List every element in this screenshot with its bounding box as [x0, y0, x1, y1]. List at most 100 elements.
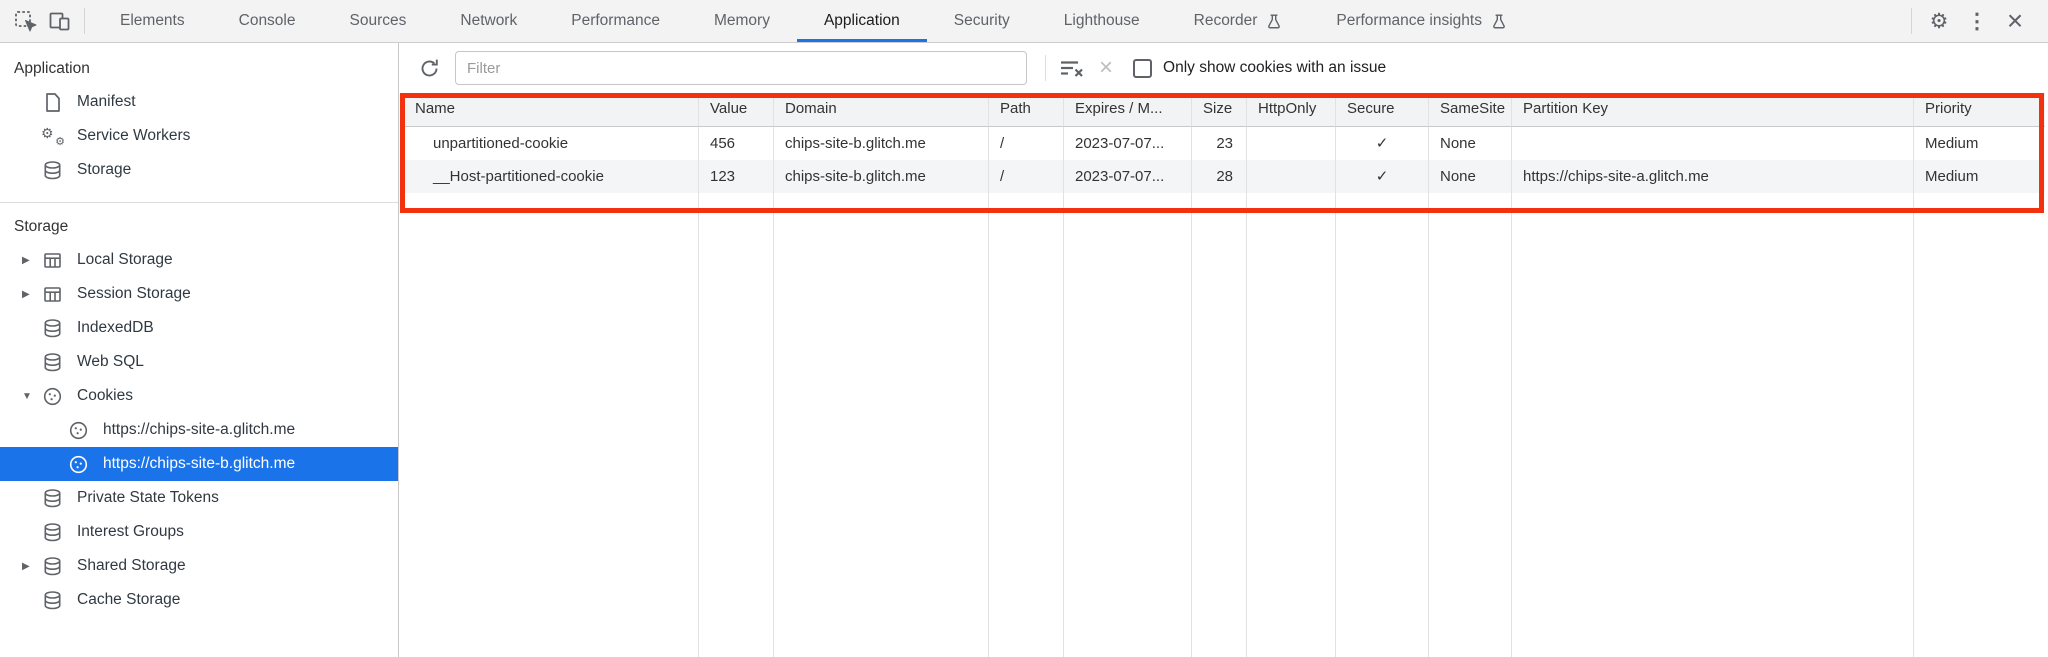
cookie-cell-expires[interactable]: 2023-07-07...	[1064, 127, 1192, 160]
more-options-kebab-icon[interactable]: ⋮	[1966, 9, 1988, 33]
column-header-domain[interactable]: Domain	[774, 93, 989, 127]
tab-memory[interactable]: Memory	[713, 12, 770, 29]
database-icon	[40, 318, 65, 339]
cookie-icon	[40, 386, 65, 407]
tab-sources[interactable]: Sources	[349, 12, 407, 29]
cookie-cell-priority[interactable]: Medium	[1925, 135, 1979, 152]
inspect-icon	[14, 10, 36, 31]
tab-recorder[interactable]: Recorder	[1167, 0, 1310, 42]
cookie-cell-secure[interactable]: ✓	[1336, 127, 1429, 160]
close-devtools-icon[interactable]: ×	[2006, 5, 2024, 36]
cookie-cell-priority[interactable]: Medium	[1914, 160, 2045, 193]
cookie-cell-samesite[interactable]: None	[1429, 160, 1512, 193]
application-sidebar: Application Manifest ⚙ ⚙ Service Workers	[0, 43, 399, 657]
empty-grid-column	[1429, 193, 1512, 657]
tab-network[interactable]: Network	[460, 12, 518, 29]
cookie-cell-value[interactable]: 123	[699, 160, 774, 193]
sidebar-item-cookies[interactable]: ▼ Cookies	[0, 379, 398, 413]
cookie-cell-httponly[interactable]	[1247, 160, 1336, 193]
tab-console[interactable]: Console	[238, 12, 296, 29]
inspect-element-button[interactable]	[8, 0, 42, 42]
tab-performance-insights[interactable]: Performance insights	[1309, 0, 1534, 42]
chevron-down-icon[interactable]: ▼	[22, 390, 32, 402]
cookie-cell-samesite[interactable]: None	[1429, 127, 1512, 160]
application-panel: Application Manifest ⚙ ⚙ Service Workers	[0, 43, 2048, 657]
sidebar-item-cookies-chips-site-b[interactable]: https://chips-site-b.glitch.me	[0, 447, 398, 481]
database-icon	[40, 488, 65, 509]
cookie-table: Name Value Domain Path Expires / M... Si…	[404, 93, 2045, 657]
chevron-right-icon[interactable]: ▶	[22, 560, 30, 572]
cookie-cell-httponly[interactable]	[1247, 127, 1336, 160]
tab-application[interactable]: Application	[797, 0, 927, 42]
cookie-icon	[66, 420, 91, 441]
database-icon	[40, 160, 65, 181]
empty-grid-column	[989, 193, 1064, 657]
experimental-flask-icon	[1491, 13, 1507, 29]
sidebar-item-local-storage[interactable]: ▶ Local Storage	[0, 243, 398, 277]
cookie-cell-size[interactable]: 23	[1192, 127, 1247, 160]
sidebar-item-private-state-tokens[interactable]: Private State Tokens	[0, 481, 398, 515]
cookie-cell-expires[interactable]: 2023-07-07...	[1064, 160, 1192, 193]
cookie-cell-domain[interactable]: chips-site-b.glitch.me	[774, 127, 989, 160]
cookie-cell-name[interactable]: unpartitioned-cookie	[404, 127, 699, 160]
cookie-icon	[66, 454, 91, 475]
sidebar-item-storage[interactable]: Storage	[0, 153, 398, 187]
toolbar-right-controls: ⚙ ⋮ ×	[1903, 0, 2048, 42]
tab-lighthouse[interactable]: Lighthouse	[1063, 12, 1140, 29]
sidebar-item-session-storage[interactable]: ▶ Session Storage	[0, 277, 398, 311]
issue-filter-checkbox[interactable]	[1133, 58, 1153, 78]
sidebar-item-indexeddb[interactable]: IndexedDB	[0, 311, 398, 345]
column-header-expires[interactable]: Expires / M...	[1064, 93, 1192, 127]
cookie-cell-path[interactable]: /	[989, 160, 1064, 193]
column-header-priority[interactable]: Priority	[1914, 93, 2045, 127]
cookies-toolbar: × Only show cookies with an issue	[399, 43, 2048, 93]
cookie-cell-name[interactable]: __Host-partitioned-cookie	[404, 160, 699, 193]
devtools-toolbar: Elements Console Sources Network Perform…	[0, 0, 2048, 43]
column-header-samesite[interactable]: SameSite	[1429, 93, 1512, 127]
sidebar-item-shared-storage[interactable]: ▶ Shared Storage	[0, 549, 398, 583]
clear-filter-button[interactable]	[1058, 57, 1085, 80]
cookie-cell-partition-key[interactable]: https://chips-site-a.glitch.me	[1512, 160, 1914, 193]
cookie-cell-size[interactable]: 28	[1192, 160, 1247, 193]
column-header-path[interactable]: Path	[989, 93, 1064, 127]
sidebar-item-web-sql[interactable]: Web SQL	[0, 345, 398, 379]
cookies-pane: × Only show cookies with an issue Name V…	[399, 43, 2048, 657]
chevron-right-icon[interactable]: ▶	[22, 288, 30, 300]
empty-grid-column	[1512, 193, 1914, 657]
sidebar-section-application: Application	[14, 60, 90, 77]
empty-grid-column	[1336, 193, 1429, 657]
tab-performance[interactable]: Performance	[571, 12, 660, 29]
delete-selected-icon[interactable]: ×	[1099, 54, 1114, 81]
column-header-name[interactable]: Name	[404, 93, 699, 127]
column-header-partition-key[interactable]: Partition Key	[1512, 93, 1914, 127]
cookie-cell-partition-key[interactable]	[1512, 127, 1914, 160]
filter-input[interactable]	[455, 51, 1027, 85]
sidebar-item-service-workers[interactable]: ⚙ ⚙ Service Workers	[41, 124, 191, 148]
cookie-cell-value[interactable]: 456	[699, 127, 774, 160]
cookie-cell-domain[interactable]: chips-site-b.glitch.me	[774, 160, 989, 193]
cookie-cell-path[interactable]: /	[989, 127, 1064, 160]
settings-gear-icon[interactable]: ⚙	[1929, 9, 1949, 33]
database-icon	[40, 522, 65, 543]
sidebar-item-cache-storage[interactable]: Cache Storage	[0, 583, 398, 617]
tab-security[interactable]: Security	[953, 12, 1010, 29]
toggle-device-toolbar-button[interactable]	[42, 0, 76, 42]
toolbar-divider	[84, 8, 85, 34]
column-header-size[interactable]: Size	[1192, 93, 1247, 127]
sidebar-item-interest-groups[interactable]: Interest Groups	[0, 515, 398, 549]
column-header-secure[interactable]: Secure	[1336, 93, 1429, 127]
sidebar-section-divider	[0, 202, 398, 203]
table-icon	[40, 284, 65, 305]
sidebar-item-manifest[interactable]: Manifest	[0, 85, 398, 119]
cookie-cell-secure[interactable]: ✓	[1336, 160, 1429, 193]
refresh-button[interactable]	[413, 52, 445, 84]
empty-grid-column	[1192, 193, 1247, 657]
column-header-value[interactable]: Value	[699, 93, 774, 127]
empty-grid-column	[1914, 193, 2045, 657]
tab-elements[interactable]: Elements	[120, 12, 185, 29]
column-header-httponly[interactable]: HttpOnly	[1247, 93, 1336, 127]
toolbar-divider	[1911, 8, 1912, 34]
chevron-right-icon[interactable]: ▶	[22, 254, 30, 266]
sidebar-item-cookies-chips-site-a[interactable]: https://chips-site-a.glitch.me	[0, 413, 398, 447]
